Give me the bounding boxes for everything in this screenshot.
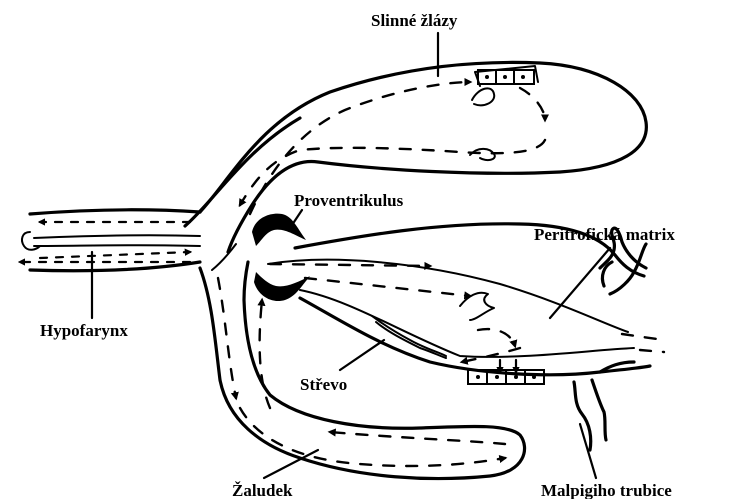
- malpighian-tubules: [574, 228, 646, 450]
- proventriculus-top: [252, 214, 306, 246]
- leader-peritrophic-matrix: [550, 248, 610, 318]
- label-salivary-glands: Slinné žlázy: [371, 11, 458, 30]
- leader-malpighian-tubules: [580, 424, 596, 478]
- label-hypopharynx: Hypofarynx: [40, 321, 128, 340]
- label-intestine: Střevo: [300, 375, 347, 394]
- leader-intestine: [340, 340, 384, 370]
- label-peritrophic-matrix: Peritrofická matrix: [534, 225, 675, 244]
- crop: [200, 244, 525, 479]
- label-crop: Žaludek: [232, 481, 293, 499]
- gland-particle: [470, 149, 495, 160]
- proventriculus-bottom: [254, 272, 310, 301]
- midgut-particle: [460, 293, 494, 320]
- label-malpighian-tubules: Malpigiho trubice: [541, 481, 672, 499]
- gland-cell-blob: [472, 88, 494, 105]
- label-proventriculus: Proventrikulus: [294, 191, 404, 210]
- salivary-gland-duct: [185, 62, 646, 252]
- hypopharynx-tube: [20, 210, 200, 271]
